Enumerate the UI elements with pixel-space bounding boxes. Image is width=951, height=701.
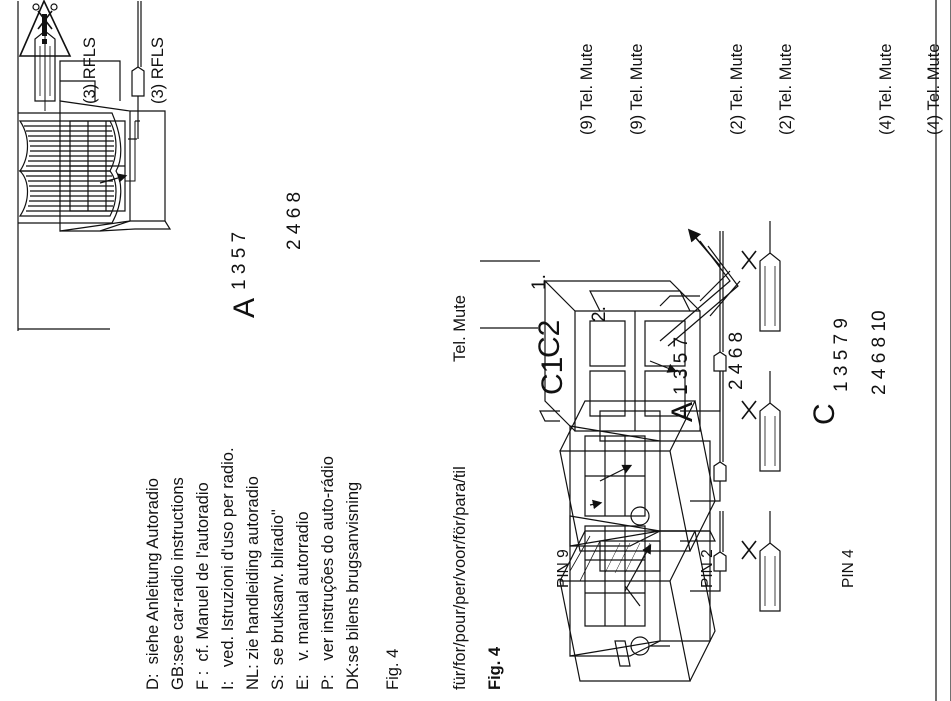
instruction-gb: GB:see car-radio instructions	[169, 477, 187, 690]
instruction-nl: NL: zie handleiding autoradio	[244, 476, 262, 690]
top-wire-label-1: (3) RFLS	[81, 37, 99, 104]
pin-4-label: PIN 4	[840, 549, 857, 588]
figure-title: Fig. 4	[486, 646, 504, 690]
row2-wire-label-2: (2) Tel. Mute	[777, 43, 795, 135]
instruction-fr: F : cf. Manuel de l'autoradio	[194, 482, 212, 690]
row1-wire-label-1: (9) Tel. Mute	[578, 43, 596, 135]
top-connector-pins-bottom: 2 4 6 8	[284, 191, 305, 250]
pin-9-label: PIN 9	[555, 549, 572, 588]
connector-c1-label: C1	[536, 356, 569, 395]
step-2-label: 2.	[589, 306, 610, 322]
top-connector-letter: A	[228, 297, 261, 318]
manual-book-icon	[18, 113, 121, 223]
instruction-se: S: se bruksanv. bilradio"	[269, 509, 287, 690]
instruction-es: E: v. manual autorradio	[294, 511, 312, 690]
top-plain-wire	[128, 1, 144, 139]
row2-pins-top: 1 3 5 7	[671, 336, 692, 395]
row3-wire-label-1: (4) Tel. Mute	[877, 43, 895, 135]
row3-plain-wire	[690, 511, 726, 591]
instruction-de: D: siehe Anleitung Autoradio	[144, 478, 162, 690]
radio-unit-row-1	[560, 531, 715, 681]
connector-c1-c2	[540, 281, 700, 431]
connector-c-row-3	[570, 516, 710, 656]
top-connector-pins-top: 1 3 5 7	[229, 231, 250, 290]
row3-pins-bottom: 2 4 6 8 10	[869, 310, 890, 395]
row1-cut-wire	[742, 221, 780, 331]
connector-c2-label: C2	[533, 319, 566, 358]
pin-9-pointer	[625, 543, 652, 591]
figure-reference: Fig. 4	[384, 648, 402, 690]
scissors-icon	[38, 11, 52, 29]
row2-wire-label-1: (2) Tel. Mute	[728, 43, 746, 135]
top-cut-wire	[33, 4, 57, 111]
row1-wire-label-2: (9) Tel. Mute	[628, 43, 646, 135]
top-connector-a	[60, 61, 170, 231]
tel-mute-heading: Tel. Mute	[451, 295, 469, 362]
c2-pin-arrow	[650, 361, 678, 373]
row2-pins-bottom: 2 4 6 8	[726, 331, 747, 390]
instruction-pt: P: ver instruções do auto-rádio	[319, 456, 337, 690]
for-label: für/for/pour/per/voor/för/para/til	[451, 466, 469, 690]
scissors-icon	[742, 251, 756, 269]
top-wire-label-2: (3) RFLS	[149, 37, 167, 104]
pin-2-label: PIN 2	[699, 549, 716, 588]
row3-pins-top: 1 3 5 7 9	[831, 318, 852, 392]
top-pin-arrow	[100, 173, 128, 183]
row2-plain-wire	[690, 371, 726, 501]
row3-connector-letter: C	[808, 403, 841, 425]
scissors-icon	[742, 401, 756, 419]
pulled-wire	[660, 228, 740, 346]
row3-cut-wire	[742, 511, 780, 611]
instruction-dk: DK:se bilens brugsanvisning	[344, 481, 362, 690]
scissors-icon	[742, 541, 756, 559]
row3-wire-label-2: (4) Tel. Mute	[925, 43, 943, 135]
row2-cut-wire	[742, 371, 780, 471]
connector-a-row-2	[570, 426, 715, 546]
instruction-it: I: ved. Istruzioni d'uso per radio.	[219, 447, 237, 690]
step-1-label: 1.	[529, 274, 550, 290]
row2-connector-letter: A	[666, 401, 699, 422]
